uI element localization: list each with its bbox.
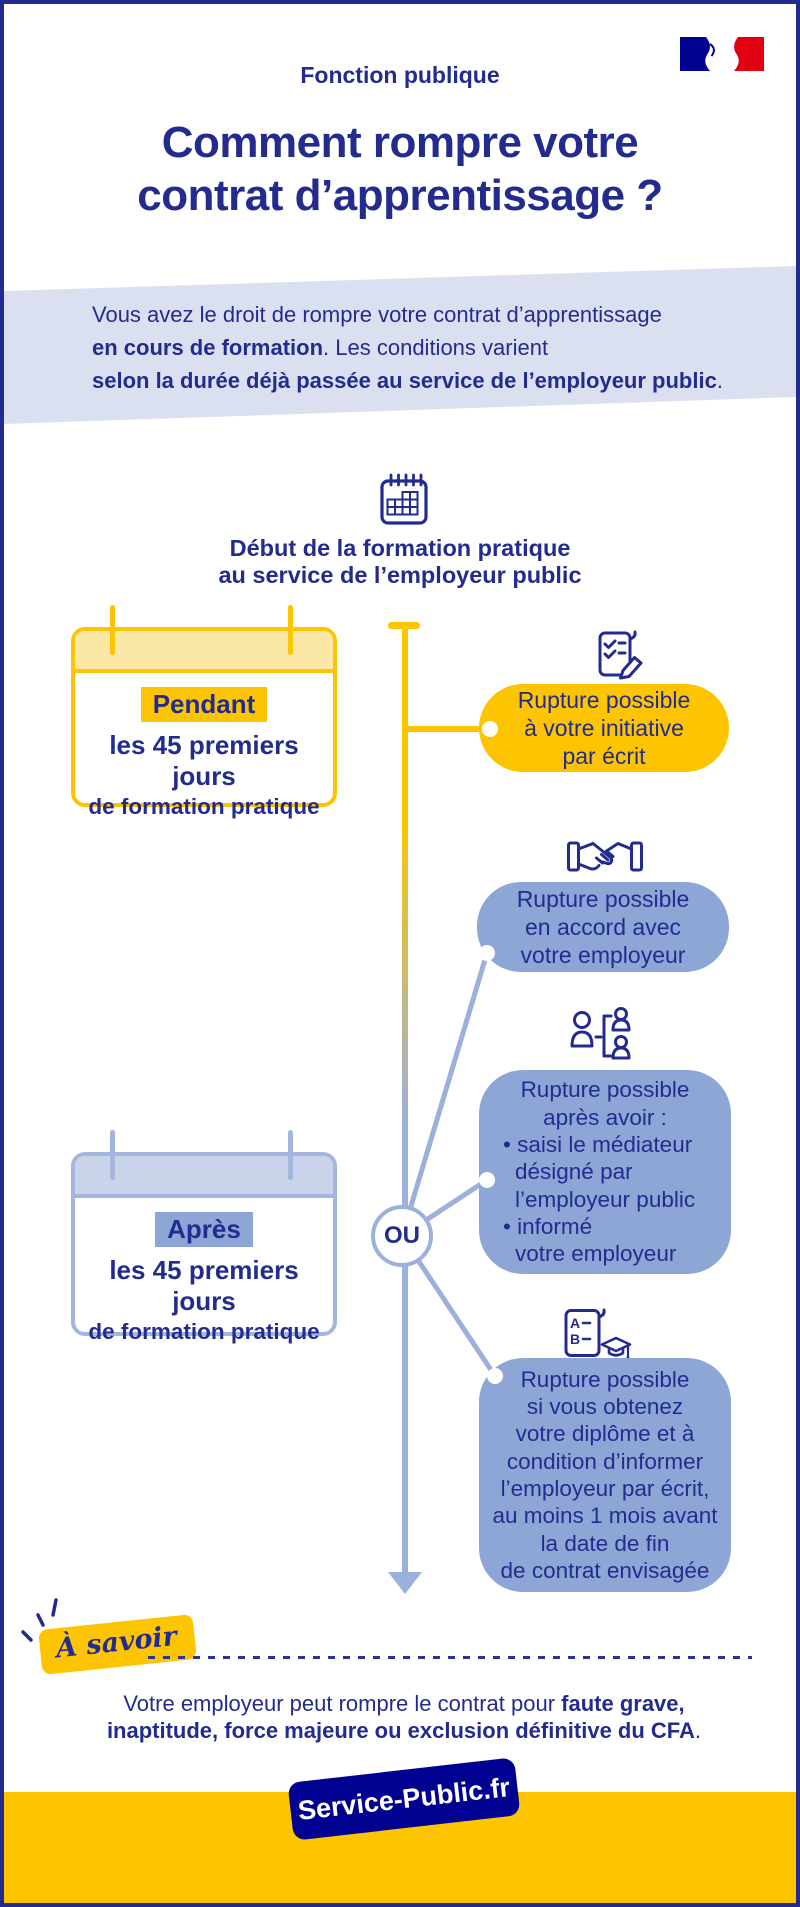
connector-dot <box>479 945 495 961</box>
calendar-ring <box>288 1130 293 1180</box>
period-card-pendant: Pendant les 45 premiers jours de formati… <box>71 605 337 819</box>
period-tag: Après <box>155 1212 253 1247</box>
outcome-bubble-diploma: Rupture possible si vous obtenez votre d… <box>479 1358 731 1592</box>
intro-band: Vous avez le droit de rompre votre contr… <box>4 266 796 424</box>
svg-text:A: A <box>570 1315 580 1331</box>
spark-burst-icon <box>21 1598 58 1642</box>
intro-line1: Vous avez le droit de rompre votre contr… <box>92 302 662 327</box>
outcome-bubble-agreement: Rupture possible en accord avec votre em… <box>477 882 729 972</box>
document-graduation-icon: A B <box>564 1308 632 1360</box>
french-flag-marianne-icon <box>680 37 764 71</box>
outcome-bubble-mediator: Rupture possible après avoir : • saisi l… <box>479 1070 731 1274</box>
calendar-ring <box>110 605 115 655</box>
intro-text: Vous avez le droit de rompre votre contr… <box>92 298 723 397</box>
timeline-arrow-icon <box>388 1572 422 1594</box>
timeline-start-cap <box>388 622 420 629</box>
timeline-branch-initiative <box>406 726 490 732</box>
intro-line3: selon la durée déjà passée au service de… <box>92 368 723 393</box>
dashed-divider <box>148 1656 752 1659</box>
calendar-ring <box>288 605 293 655</box>
checklist-pen-icon <box>598 630 643 680</box>
period-tag: Pendant <box>140 687 268 722</box>
know-text: Votre employeur peut rompre le contrat p… <box>106 1691 702 1743</box>
connector-dot <box>482 721 498 737</box>
header-brand: Fonction publique <box>300 62 500 88</box>
page-title-line2: contrat d’apprentissage ? <box>137 171 663 220</box>
timeline-start-label: Début de la formation pratique au servic… <box>218 535 582 588</box>
handshake-icon <box>567 841 643 872</box>
calendar-grid-icon <box>380 473 428 525</box>
timeline-line <box>402 629 408 1576</box>
period-card-apres: Après les 45 premiers jours de formation… <box>71 1130 337 1344</box>
or-connector: OU <box>371 1205 433 1267</box>
calendar-ring <box>110 1130 115 1180</box>
page-title-line1: Comment rompre votre <box>161 118 639 167</box>
page-title: Comment rompre votre contrat d’apprentis… <box>4 116 796 222</box>
intro-line2: en cours de formation. Les conditions va… <box>92 335 549 360</box>
svg-text:B: B <box>570 1331 580 1347</box>
connector-dot <box>487 1368 503 1384</box>
outcome-bubble-initiative: Rupture possible à votre initiative par … <box>479 684 729 772</box>
people-bracket-icon <box>570 1007 631 1060</box>
connector-dot <box>479 1172 495 1188</box>
